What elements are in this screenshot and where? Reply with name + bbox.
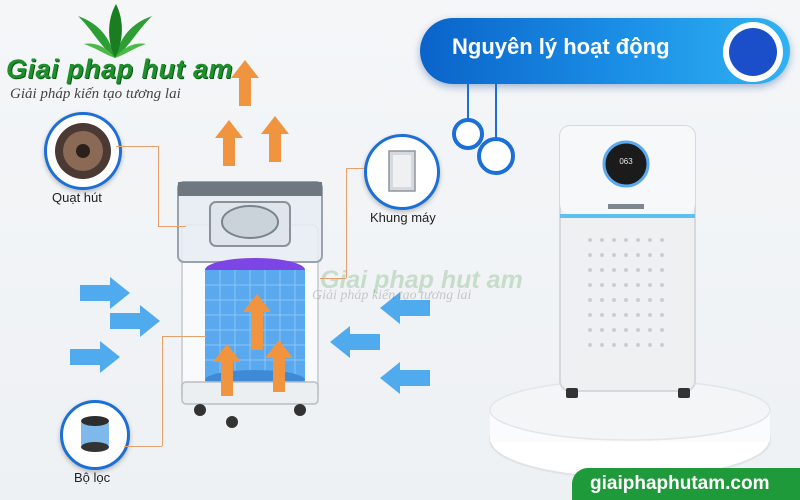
footer-site[interactable]: giaiphaphutam.com [590,473,770,494]
blue-airflow-arrows-right [330,292,430,394]
banner-dot-icon [729,28,777,76]
frame-leader-line [346,168,364,169]
filter-leader-line [124,446,162,447]
filter-callout [60,400,130,470]
blue-airflow-arrows-left [70,277,160,373]
footer-bar [572,468,800,500]
fan-callout [44,112,122,190]
frame-leader-line-h2 [320,278,346,279]
fan-label: Quạt hút [52,190,102,205]
device-display-reading: 063 [619,157,633,166]
logo-brand: Giai phap hut am [6,54,234,84]
frame-leader-line-v [346,168,347,278]
filter-icon [81,416,109,452]
fan-leader-line-v [158,146,159,226]
filter-leader-line-v [162,336,163,446]
banner-title: Nguyên lý hoạt động [452,34,670,59]
filter-leader-line-h2 [162,336,206,337]
orange-airflow-arrows [213,60,293,396]
product-device-photo: 063 [489,125,771,479]
fan-icon [55,123,111,179]
frame-label: Khung máy [370,210,436,225]
logo-leaves-icon [78,4,152,58]
fan-leader-line [116,146,158,147]
hanging-rings-decoration [452,84,515,175]
filter-label: Bộ lọc [74,470,111,485]
frame-panel-icon [388,150,416,192]
watermark-slogan: Giải pháp kiến tạo tương lai [312,288,472,303]
frame-callout [364,134,440,210]
watermark-brand: Giai phap hut am [320,266,523,294]
fan-leader-line-h2 [158,226,186,227]
logo-slogan: Giải pháp kiến tạo tương lai [10,86,181,102]
